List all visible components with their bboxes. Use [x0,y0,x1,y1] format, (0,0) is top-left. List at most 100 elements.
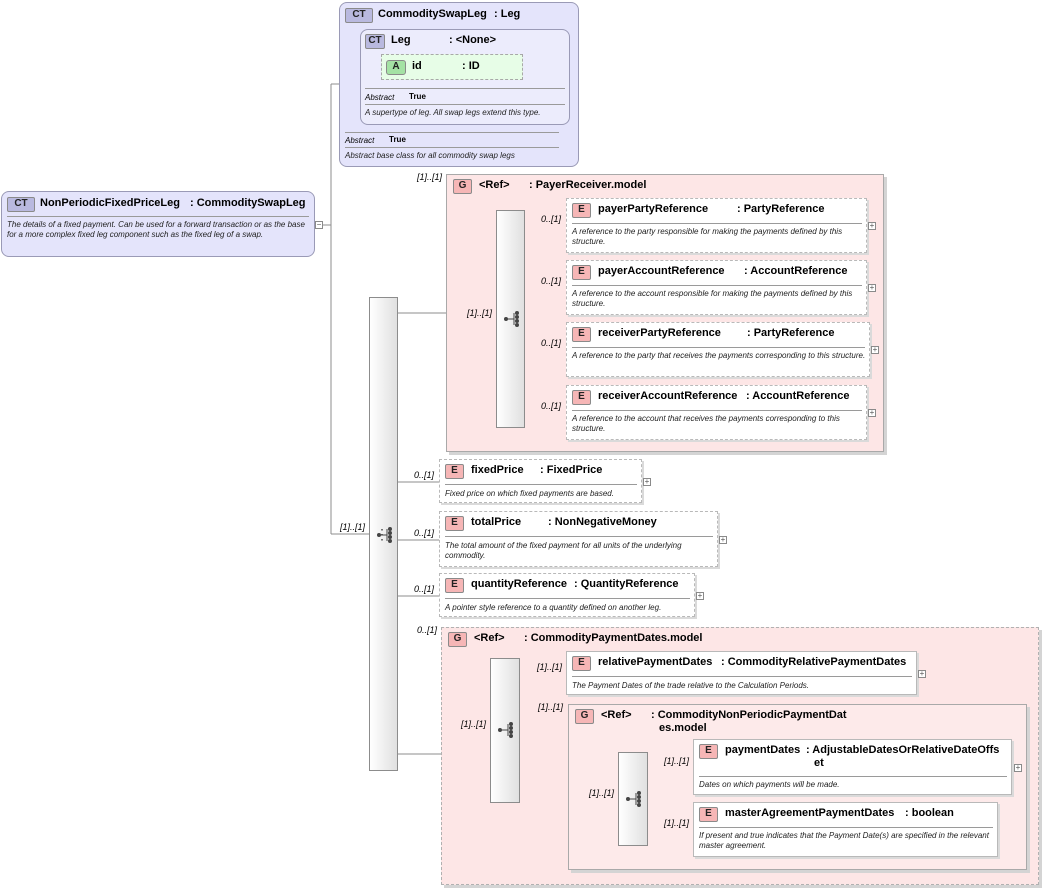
expand-icon[interactable]: + [643,477,651,486]
cardinality: [1]..[1] [537,662,563,672]
expand-icon[interactable]: + [868,221,876,230]
element-fixed-price[interactable]: E fixedPrice : FixedPrice Fixed price on… [439,459,642,503]
element-badge: E [572,390,591,405]
element-name: totalPrice [471,516,522,528]
sequence-icon [377,527,392,543]
element-type: : CommodityRelativePaymentDates [721,656,907,668]
element-relative-payment-dates[interactable]: E relativePaymentDates : CommodityRelati… [566,651,917,695]
root-name: NonPeriodicFixedPriceLeg [40,197,180,209]
group-name-cont: es.model [659,722,707,734]
attr-name: id [412,60,422,72]
element-doc: Dates on which payments will be made. [699,780,840,789]
cardinality: 0..[1] [414,470,435,480]
divider [445,484,637,485]
element-badge: E [699,807,718,822]
group-name: : PayerReceiver.model [529,179,647,191]
element-type: : AccountReference [744,265,848,277]
element-name: payerAccountReference [598,265,725,277]
element-badge: E [445,464,464,479]
expand-icon[interactable]: + [868,283,876,292]
root-complex-type[interactable]: CT NonPeriodicFixedPriceLeg : CommodityS… [1,191,315,257]
cardinality: 0..[1] [417,625,438,635]
cardinality: [1]..[1] [461,719,487,729]
element-doc: A pointer style reference to a quantity … [445,603,662,612]
element-doc: The total amount of the fixed payment fo… [445,541,682,560]
element-type: : AccountReference [746,390,850,402]
cardinality: 0..[1] [541,401,562,411]
cardinality: 0..[1] [541,276,562,286]
attr-type: : ID [462,60,480,72]
divider [445,598,690,599]
group-badge: G [448,632,467,647]
divider [345,132,559,133]
collapse-icon[interactable]: − [315,220,323,229]
leg-doc: A supertype of leg. All swap legs extend… [365,108,541,117]
abstract-label: Abstract [365,93,395,102]
element-doc: A reference to the account responsible f… [572,289,853,308]
attr-badge: A [386,60,406,75]
expand-icon[interactable]: + [871,345,879,354]
element-total-price[interactable]: E totalPrice : NonNegativeMoney The tota… [439,511,718,567]
expand-icon[interactable]: + [918,669,926,678]
ct-badge: CT [345,8,373,23]
element-badge: E [572,327,591,342]
sequence-compositor[interactable] [369,297,398,771]
element-name: fixedPrice [471,464,524,476]
divider [7,216,309,217]
element-quantity-reference[interactable]: E quantityReference : QuantityReference … [439,573,695,617]
base-complex-type[interactable]: CT CommoditySwapLeg : Leg CT Leg : <None… [339,2,579,167]
element-type: : FixedPrice [540,464,603,476]
element-name: masterAgreementPaymentDates [725,807,895,819]
element-badge: E [572,265,591,280]
element-type-cont: et [814,757,824,769]
cardinality: [1]..[1] [417,172,443,182]
divider [572,223,862,224]
expand-icon[interactable]: + [1014,763,1022,772]
expand-icon[interactable]: + [696,591,704,600]
element-name: payerPartyReference [598,203,709,215]
element-payer-account-reference[interactable]: E payerAccountReference : AccountReferen… [566,260,867,315]
element-name: quantityReference [471,578,567,590]
expand-icon[interactable]: + [719,535,727,544]
expand-icon[interactable]: + [868,408,876,417]
group-badge: G [575,709,594,724]
element-payer-party-reference[interactable]: E payerPartyReference : PartyReference A… [566,198,867,253]
group-badge: G [453,179,472,194]
element-doc: Fixed price on which fixed payments are … [445,489,614,498]
base-type: : Leg [494,8,521,20]
base-doc: Abstract base class for all commodity sw… [345,151,515,160]
abstract-label: Abstract [345,136,375,145]
group-name: : CommodityPaymentDates.model [524,632,703,644]
element-doc: A reference to the account that receives… [572,414,840,433]
element-type: : AdjustableDatesOrRelativeDateOffs [806,744,1000,756]
cardinality: 0..[1] [414,584,435,594]
sequence-icon [626,791,641,807]
divider [572,347,865,348]
divider [572,410,862,411]
ct-badge: CT [7,197,35,212]
element-name: relativePaymentDates [598,656,713,668]
divider [699,827,993,828]
cardinality: [1]..[1] [340,522,366,532]
divider [365,104,565,105]
leg-complex-type[interactable]: CT Leg : <None> A id : ID Abstract True … [360,29,570,125]
group-name: : CommodityNonPeriodicPaymentDat [651,709,847,721]
element-name: receiverPartyReference [598,327,721,339]
element-payment-dates[interactable]: E paymentDates : AdjustableDatesOrRelati… [693,739,1012,795]
divider [699,776,1007,777]
element-master-agreement-payment-dates[interactable]: E masterAgreementPaymentDates : boolean … [693,802,998,857]
element-receiver-party-reference[interactable]: E receiverPartyReference : PartyReferenc… [566,322,870,377]
abstract-value: True [409,92,426,101]
element-receiver-account-reference[interactable]: E receiverAccountReference : AccountRefe… [566,385,867,440]
element-type: : boolean [905,807,954,819]
root-type: : CommoditySwapLeg [190,197,306,209]
cardinality: [1]..[1] [467,308,493,318]
divider [345,147,559,148]
sequence-icon: ⋮ [375,526,389,542]
cardinality: [1]..[1] [664,818,690,828]
group-ref: <Ref> [474,632,505,644]
attribute-id[interactable]: A id : ID [381,54,523,80]
base-name: CommoditySwapLeg [378,8,487,20]
leg-type: : <None> [449,34,497,46]
abstract-value: True [389,135,406,144]
